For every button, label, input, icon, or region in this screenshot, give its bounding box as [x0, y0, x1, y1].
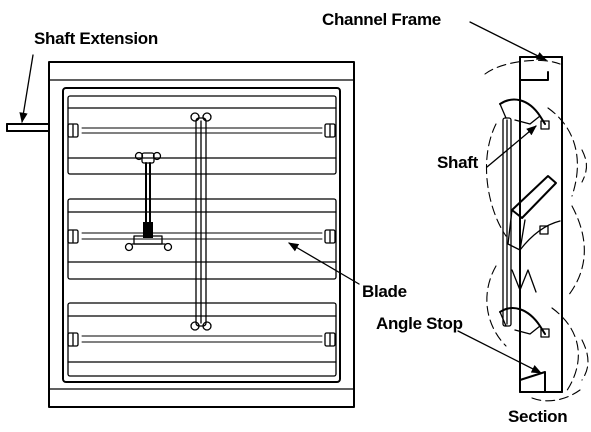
blade-label: Blade: [362, 282, 407, 301]
shaft-extension: [6, 123, 50, 132]
section-label: Section: [508, 407, 568, 426]
inner-frame: [62, 87, 341, 383]
front-view: [6, 61, 355, 408]
crank-linkage: [124, 151, 173, 252]
outer-frame: [48, 61, 355, 408]
section-view: [484, 56, 589, 402]
linkage-bar: [190, 112, 212, 331]
blade-bottom: [67, 302, 337, 377]
callout-leaders: [19, 21, 547, 374]
blade-top: [67, 95, 337, 175]
angle-stop-label: Angle Stop: [376, 314, 463, 333]
channel-frame-label: Channel Frame: [322, 10, 441, 29]
shaft-extension-label: Shaft Extension: [34, 29, 158, 48]
blade-middle: [67, 198, 337, 280]
shaft-label: Shaft: [437, 153, 479, 172]
